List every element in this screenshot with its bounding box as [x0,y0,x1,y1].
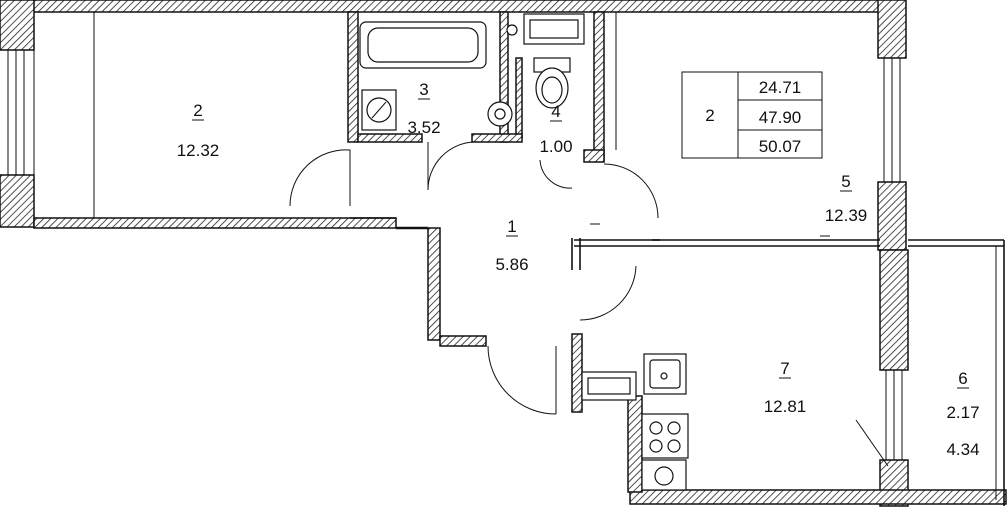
room-area: 12.39 [825,206,868,225]
room-number: 7 [780,359,789,378]
room-number: 5 [841,172,850,191]
room-area: 2.17 [946,403,979,422]
room-number: 3 [419,80,428,99]
exterior-walls [0,0,1007,507]
room-number: 1 [507,217,516,236]
room-area: 3.52 [407,118,440,137]
room-label-3: 3 3.52 [407,80,440,137]
room-number: 4 [551,102,560,121]
stove-icon [641,413,689,459]
room-label-7: 7 12.81 [764,359,807,416]
room-area: 12.32 [177,141,220,160]
sink-icon [643,353,687,395]
room-label-1: 1 5.86 [495,217,528,274]
room-area: 5.86 [495,255,528,274]
bathtub-icon [359,21,487,69]
toilet-icon [533,57,571,109]
summary-table: 2 24.71 47.90 50.07 [681,71,823,159]
room-label-6: 6 2.17 4.34 [946,369,979,459]
total-area: 47.90 [759,108,802,127]
room-label-5: 5 12.39 [825,172,868,225]
partitions [350,217,1005,506]
room-number: 2 [193,101,202,120]
doors [289,141,889,467]
fridge-icon [641,459,687,491]
room-area: 12.81 [764,397,807,416]
kitchen-cabinet-icon [581,371,637,401]
washbasin-icon [487,101,513,127]
room-label-4: 4 1.00 [539,102,572,156]
windows [7,12,903,460]
living-area: 24.71 [759,78,802,97]
total-area-with-balcony: 50.07 [759,137,802,156]
room-number: 6 [958,369,967,388]
washing-machine-icon [361,89,397,131]
boiler-icon [506,13,585,45]
room-area: 1.00 [539,137,572,156]
room-label-2: 2 12.32 [177,101,220,160]
room-area-secondary: 4.34 [946,440,979,459]
rooms-count: 2 [705,106,714,125]
